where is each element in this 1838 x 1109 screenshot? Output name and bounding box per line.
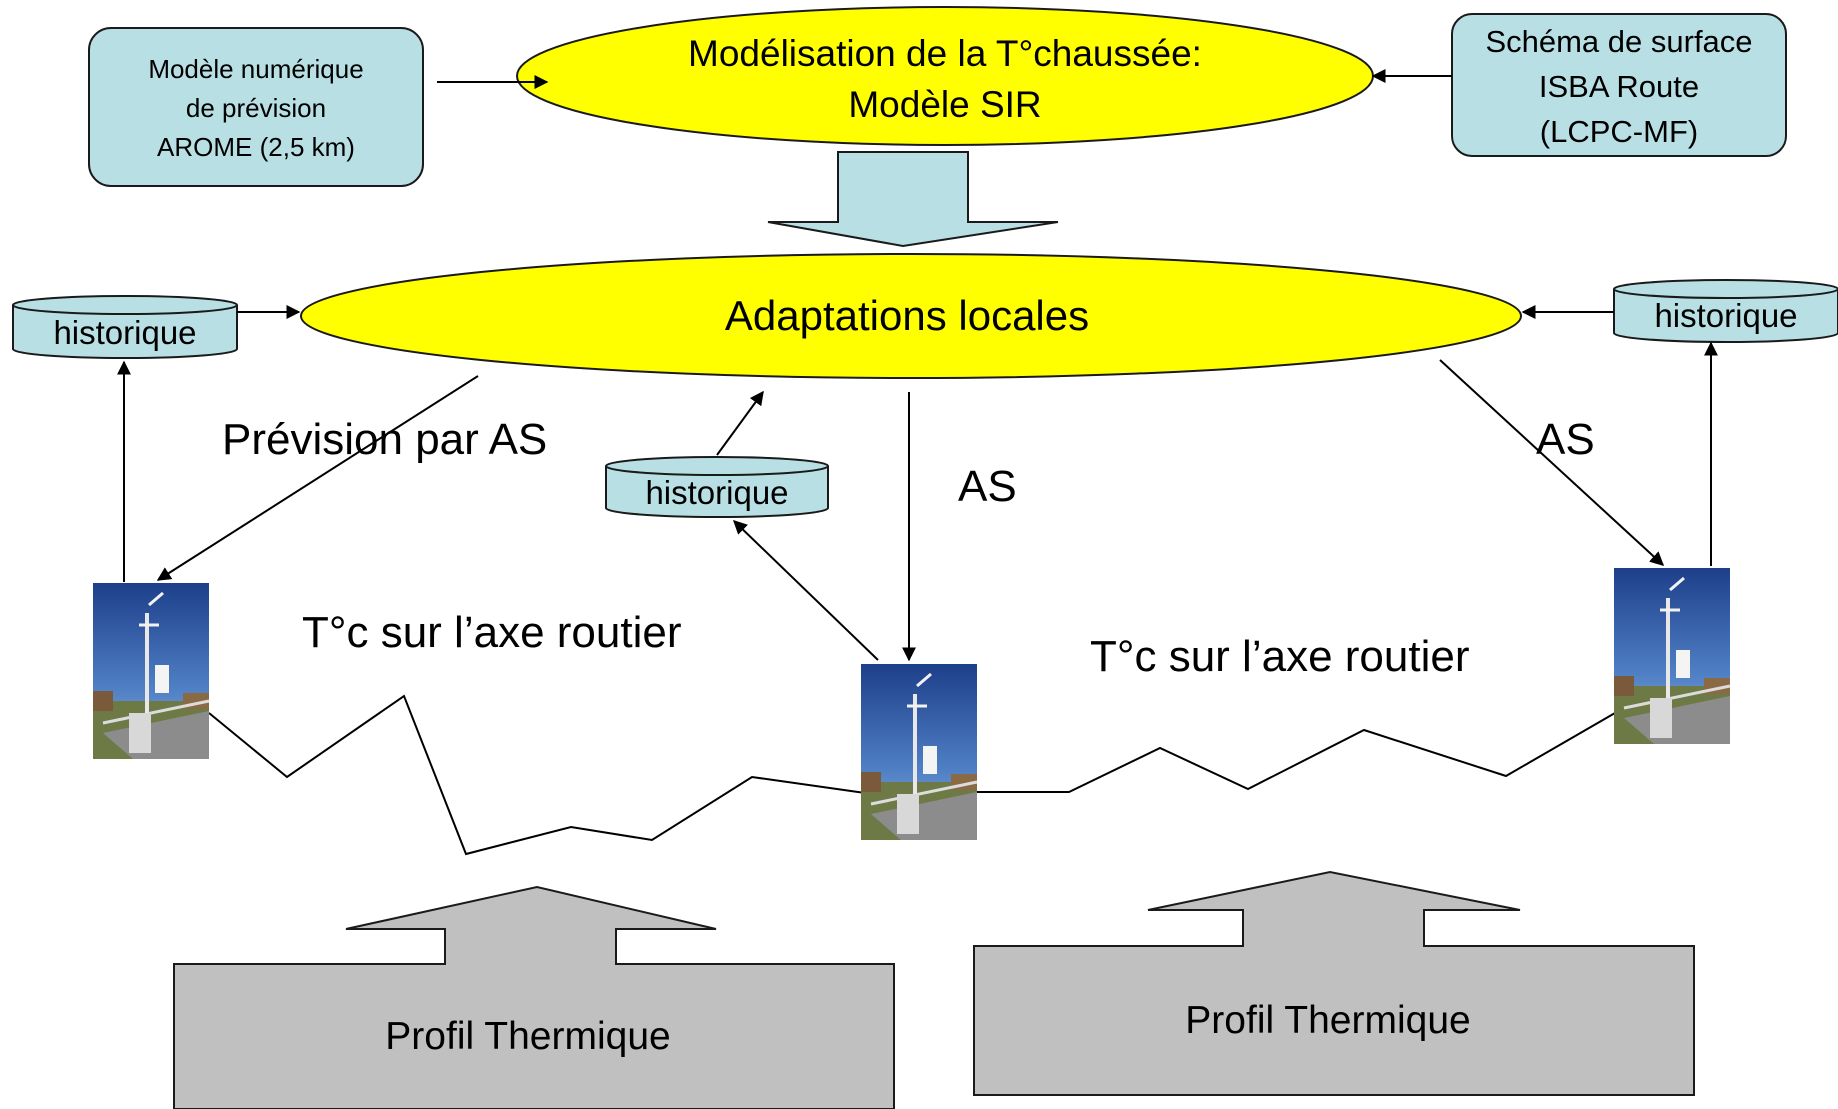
profil-thermique-right: Profil Thermique [973,870,1695,1096]
isba-route-box: Schéma de surface ISBA Route (LCPC-MF) [1451,13,1787,157]
tc-left-label: T°c sur l’axe routier [302,608,681,657]
arrow-adaptations-to-left-station [156,375,479,581]
arrow-historique-center-to-adaptations [716,390,764,456]
tc-right-label: T°c sur l’axe routier [1090,632,1469,681]
profil-thermique-left-label: Profil Thermique [385,1015,670,1058]
arome-line-1: Modèle numérique [148,54,363,84]
arome-model-box: Modèle numérique de prévision AROME (2,5… [88,27,424,187]
arrow-adaptations-to-right-station [1439,359,1665,566]
historique-db-left: historique [12,295,238,359]
as-right-label: AS [1536,415,1595,464]
sir-line-1: Modélisation de la T°chaussée: [688,33,1202,74]
arrow-center-station-to-historique [732,520,879,661]
isba-line-1: Schéma de surface [1485,24,1752,59]
profil-thermique-left: Profil Thermique [173,885,895,1109]
weather-station-right-photo [1612,566,1732,746]
weather-station-left-photo [91,581,211,761]
as-center-label: AS [958,462,1017,511]
arome-line-3: AROME (2,5 km) [157,132,355,162]
profil-thermique-right-label: Profil Thermique [1185,999,1470,1042]
prevision-as-label: Prévision par AS [222,415,547,464]
adaptations-ellipse: Adaptations locales [300,253,1522,379]
historique-right-label: historique [1654,297,1797,334]
historique-db-center: historique [605,456,829,518]
wide-arrow-sir-to-adaptations [767,151,1059,248]
sir-line-2: Modèle SIR [848,84,1041,125]
historique-left-label: historique [53,314,196,351]
weather-station-center-photo [859,662,979,842]
sir-model-ellipse: Modélisation de la T°chaussée: Modèle SI… [516,6,1374,146]
arome-line-2: de prévision [186,93,326,123]
isba-line-3: (LCPC-MF) [1540,114,1698,149]
adaptations-label: Adaptations locales [725,292,1089,339]
historique-db-right: historique [1613,279,1838,343]
historique-center-label: historique [645,474,788,511]
isba-line-2: ISBA Route [1539,69,1699,104]
